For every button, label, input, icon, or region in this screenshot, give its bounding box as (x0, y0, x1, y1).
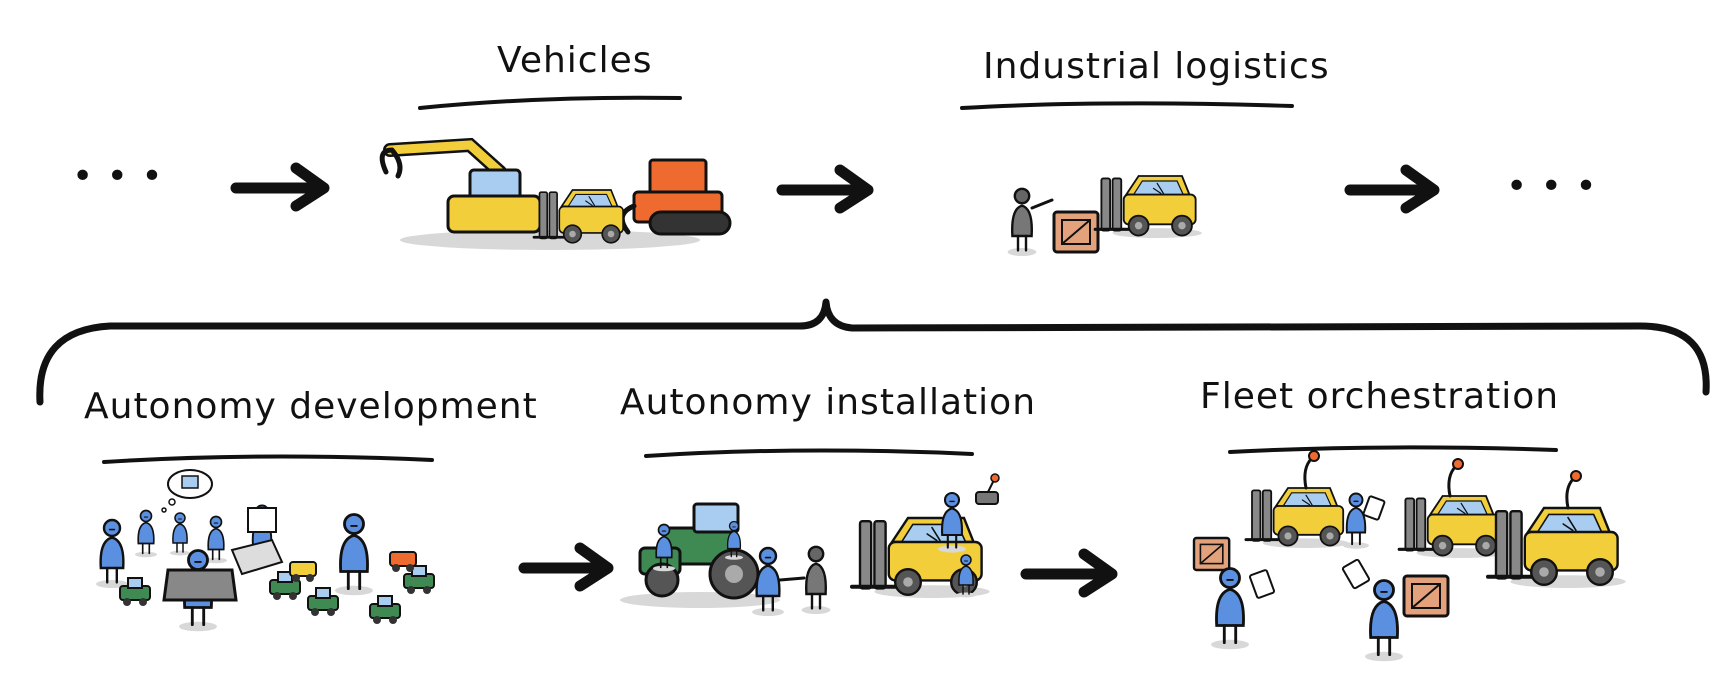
vehicles-label: Vehicles (497, 40, 653, 81)
development-underline (102, 454, 434, 464)
development-label: Autonomy development (84, 386, 538, 427)
installation-underline (644, 448, 974, 458)
orchestration-underline (1228, 445, 1558, 454)
installation-label: Autonomy installation (620, 382, 1036, 423)
logistics-illustration (1006, 174, 1204, 258)
vehicles-illustration (379, 137, 732, 250)
vehicles-underline (418, 95, 682, 110)
development-illustration (94, 469, 435, 633)
arrow-3 (1344, 164, 1440, 214)
grouping-brace (36, 298, 1710, 406)
orchestration-illustration (1192, 449, 1626, 663)
ellipsis-right: • • • (1506, 166, 1598, 207)
logistics-underline (960, 101, 1294, 110)
arrow-4 (518, 542, 614, 592)
logistics-label: Industrial logistics (983, 46, 1330, 87)
arrow-5 (1020, 548, 1118, 598)
orchestration-label: Fleet orchestration (1200, 376, 1559, 417)
installation-illustration (620, 473, 1000, 618)
arrow-2 (776, 164, 874, 214)
arrow-1 (230, 162, 330, 212)
ellipsis-left: • • • (72, 156, 164, 197)
